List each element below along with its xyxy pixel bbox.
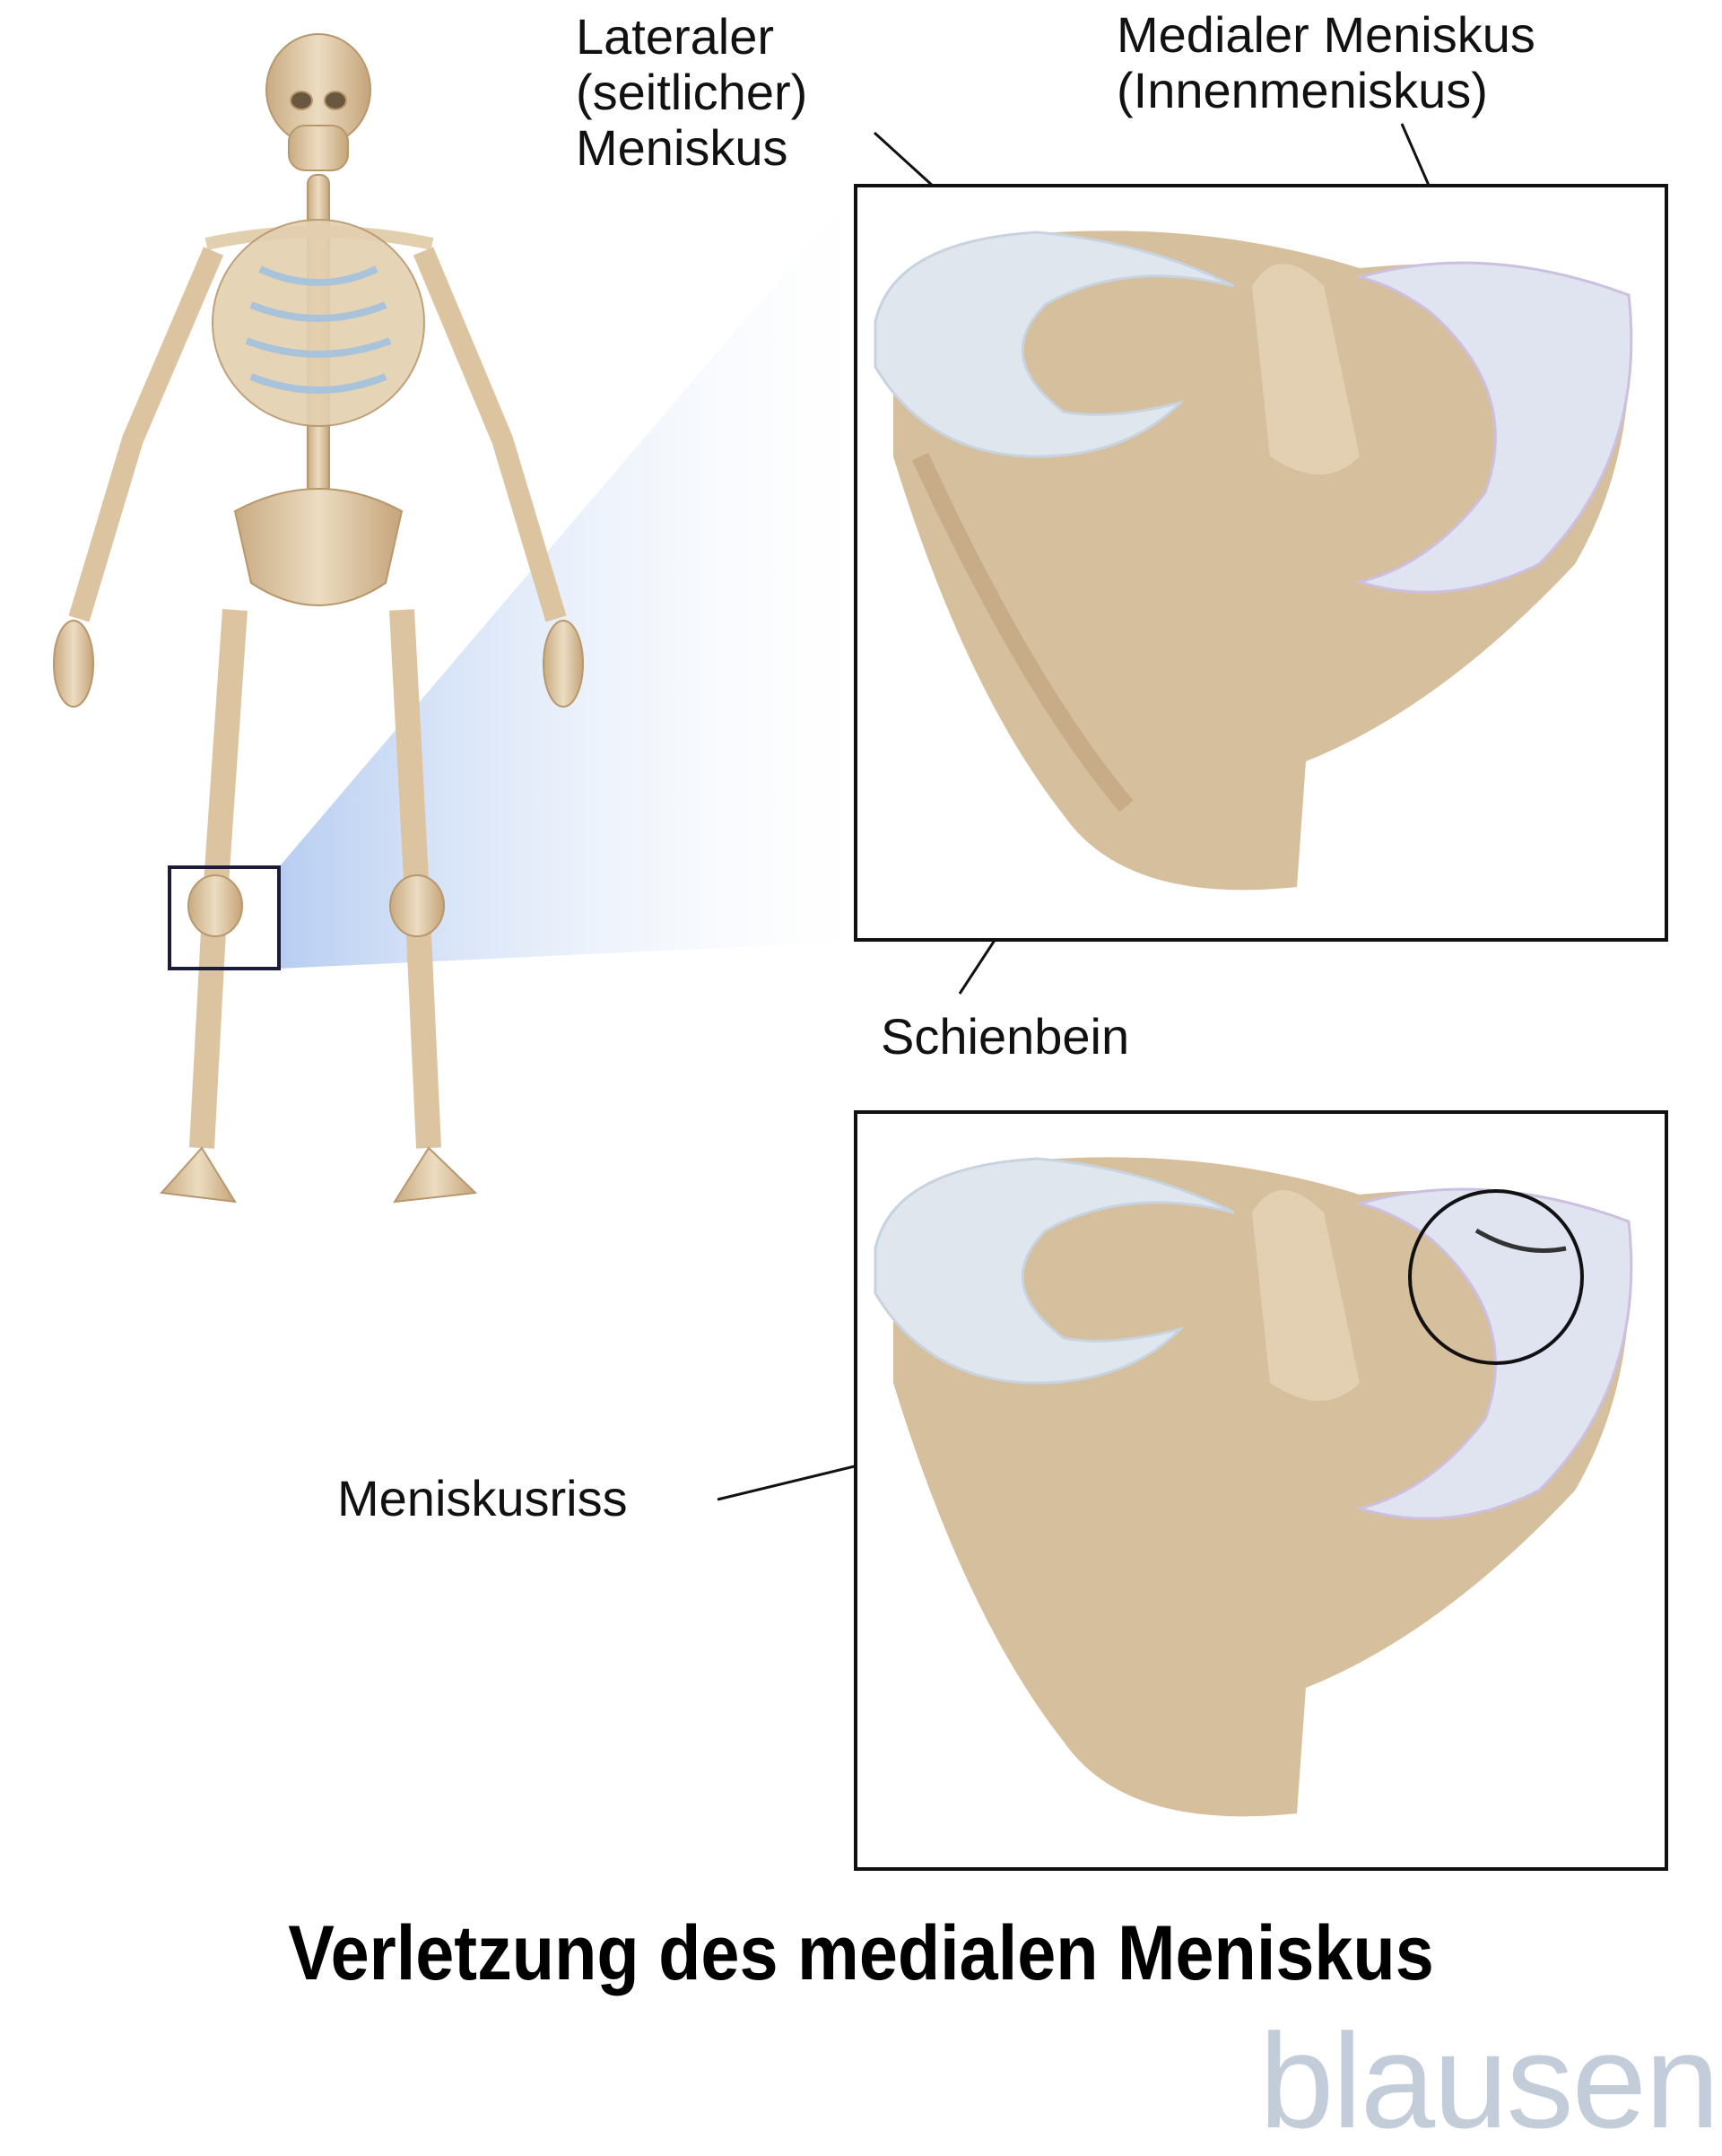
label-tibia: Schienbein (881, 1008, 1130, 1065)
torn-meniscus-illustration (874, 1157, 1633, 1817)
label-meniscus-tear: Meniskusriss (337, 1470, 628, 1526)
knee-highlight-box (168, 865, 281, 970)
tear-highlight-circle (1408, 1189, 1584, 1365)
brand-logo: blausen (1259, 2005, 1719, 2156)
healthy-knee-inset (854, 184, 1668, 942)
figure-title: Verletzung des medialen Meniskus (288, 1910, 1434, 1996)
tibia-plateau-illustration (874, 230, 1633, 891)
injured-knee-inset (854, 1110, 1668, 1871)
skeleton-figure (53, 33, 584, 1204)
tear-line (1474, 1228, 1567, 1253)
label-lateral-meniscus: Lateraler (seitlicher) Meniskus (576, 8, 808, 176)
label-medial-meniscus: Medialer Meniskus (Innenmeniskus) (1117, 6, 1535, 118)
